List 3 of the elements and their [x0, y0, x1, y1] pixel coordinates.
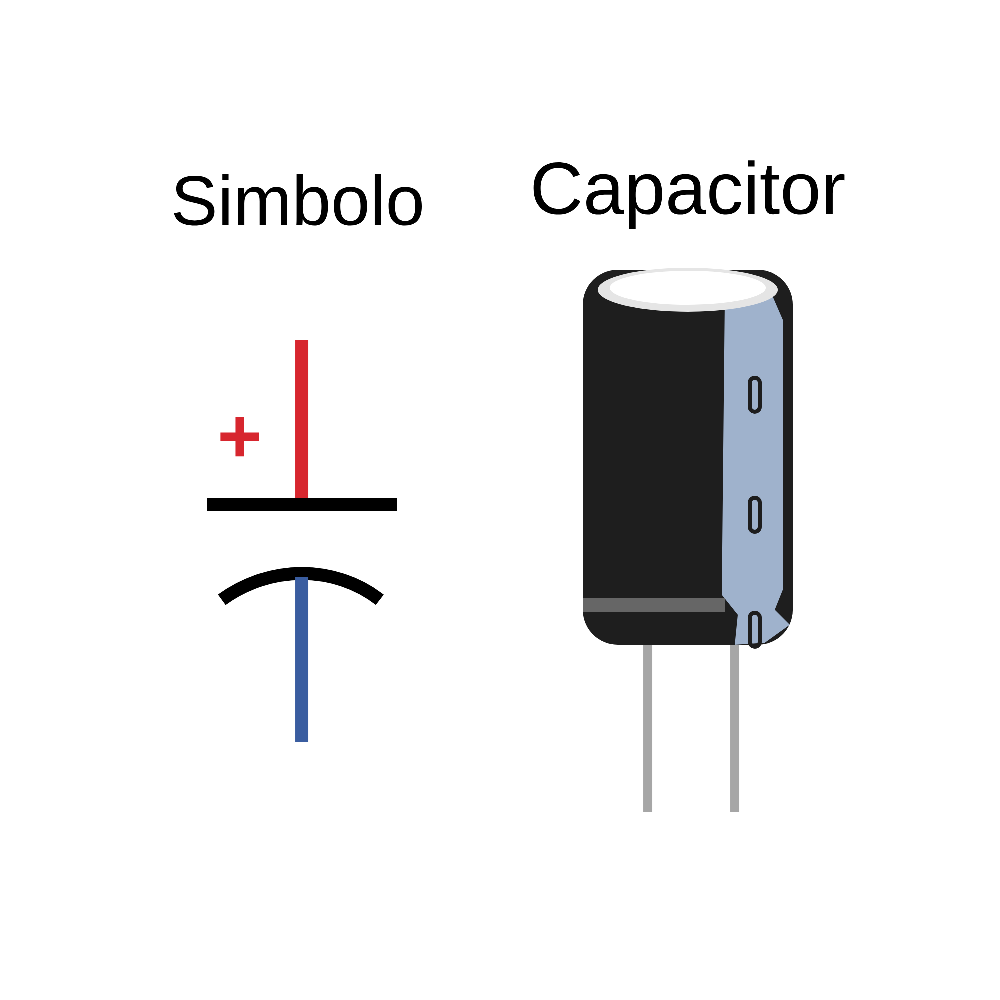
polarity-sign: +	[220, 417, 260, 457]
heading: Simbolo	[174, 174, 422, 226]
heading: Capacitor	[534, 160, 845, 230]
